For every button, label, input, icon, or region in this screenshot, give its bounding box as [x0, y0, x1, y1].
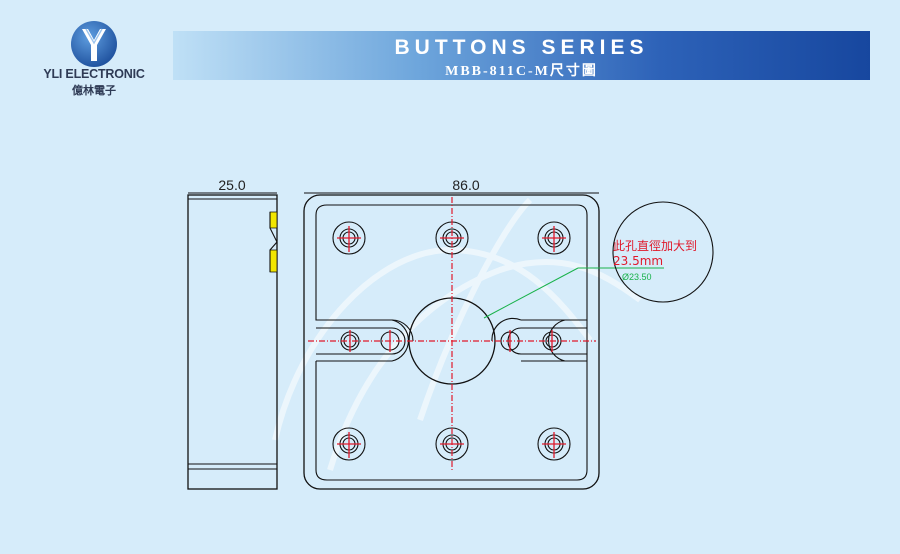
callout-diameter-value: Ø23.50 [622, 272, 652, 282]
side-view: 25.0 [187, 177, 278, 490]
hole-callout: 此孔直徑加大到 23.5mm Ø23.50 [483, 201, 714, 319]
page-title: BUTTONS SERIES [394, 36, 649, 59]
yli-logo-icon [71, 21, 117, 67]
header-banner: BUTTONS SERIES MBB-811C-M尺寸圖 [173, 31, 870, 80]
company-logo: YLI ELECTRONIC 億林電子 [30, 20, 158, 100]
center-marks [337, 226, 566, 458]
front-width-label: 86.0 [452, 177, 479, 193]
watermark-logo [272, 197, 642, 471]
side-width-label: 25.0 [218, 177, 245, 193]
front-view: 86.0 [303, 177, 600, 490]
company-name-chinese: 億林電子 [72, 84, 116, 97]
callout-note-line2: 23.5mm [613, 254, 663, 268]
page-subtitle: MBB-811C-M尺寸圖 [445, 64, 598, 79]
callout-note-line1: 此孔直徑加大到 [613, 239, 697, 253]
company-name: YLI ELECTRONIC [43, 67, 145, 81]
